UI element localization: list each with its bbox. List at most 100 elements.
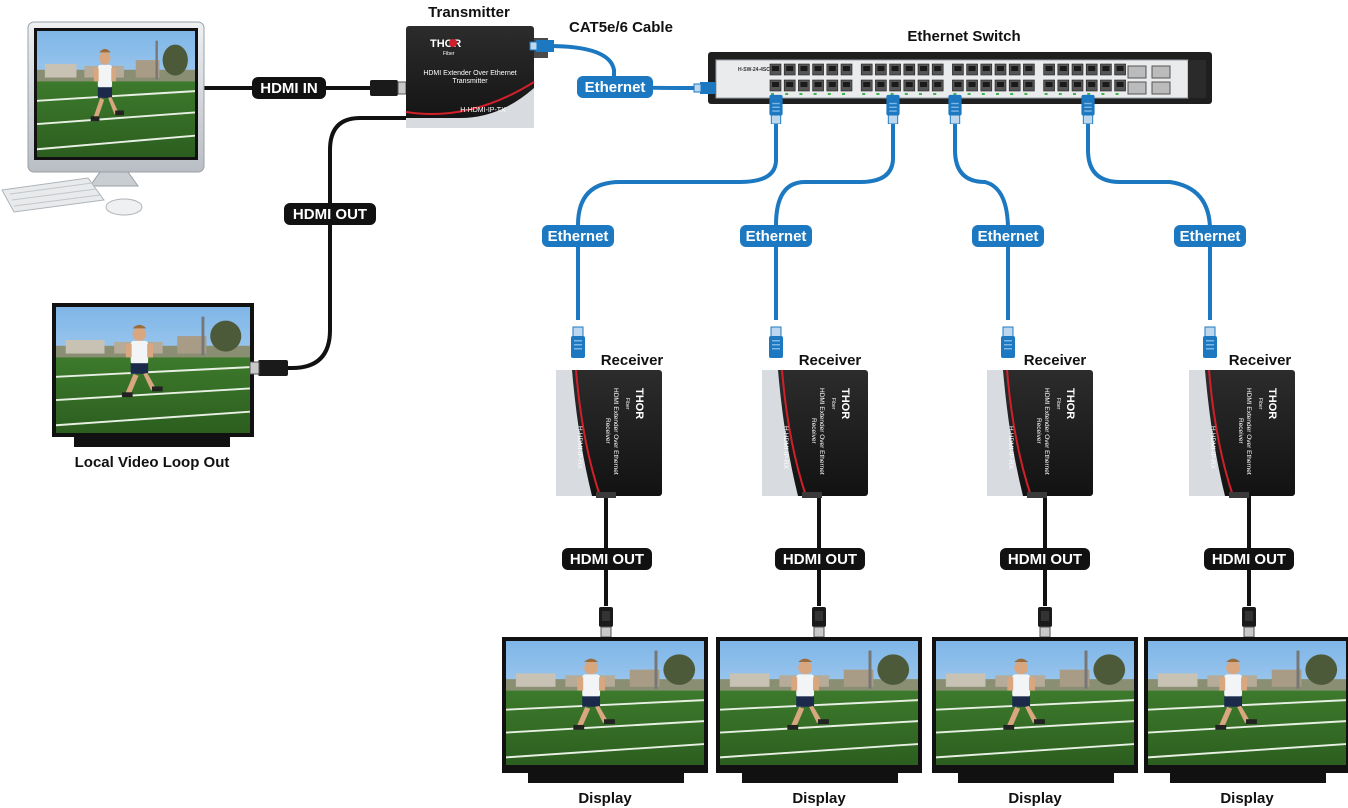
switch-title: Ethernet Switch (907, 28, 1020, 45)
display-2 (716, 637, 922, 783)
rj45-connector-icon (1001, 326, 1015, 359)
svg-text:H-SW-24-4SC: H-SW-24-4SC (738, 67, 770, 73)
ethernet-rx-label: Ethernet (542, 225, 614, 247)
display-label: Display (1220, 790, 1274, 807)
hdmi-connector-icon (1038, 606, 1052, 638)
display-label: Display (792, 790, 846, 807)
svg-text:Fiber: Fiber (1257, 398, 1263, 410)
ethernet-rx-label: Ethernet (1174, 225, 1246, 247)
display-4 (1144, 637, 1348, 783)
svg-text:Fiber: Fiber (443, 51, 455, 57)
svg-text:Ethernet: Ethernet (585, 79, 646, 96)
svg-text:HDMI Extender Over Ethernet: HDMI Extender Over Ethernet (818, 388, 825, 475)
cable-label: CAT5e/6 Cable (569, 19, 673, 36)
hdmi-out-rx-label: HDMI OUT (562, 548, 652, 570)
source-computer (1, 21, 205, 216)
ethernet-rx-label: Ethernet (972, 225, 1044, 247)
hdmi-out-local-label: HDMI OUT (284, 203, 376, 225)
hdmi-connector-icon (599, 606, 613, 638)
thor-logo: THOR (1064, 388, 1076, 419)
rj45-connector-icon (769, 326, 783, 359)
rj45-connector-icon (571, 326, 585, 359)
ethernet-tx-label: Ethernet (577, 76, 653, 98)
svg-text:Receiver: Receiver (1035, 418, 1042, 444)
hdmi-connector-icon (249, 360, 288, 376)
thor-logo: THOR (1266, 388, 1278, 419)
display-label: Display (578, 790, 632, 807)
rj45-connector-icon (693, 82, 716, 94)
transmitter-device: THOR Fiber HDMI Extender Over Ethernet T… (405, 26, 548, 128)
svg-text:Fiber: Fiber (624, 398, 630, 410)
svg-text:HDMI Extender Over Ethernet: HDMI Extender Over Ethernet (1245, 388, 1252, 475)
rj45-connector-icon (886, 94, 900, 124)
svg-text:HDMI IN: HDMI IN (260, 80, 318, 97)
svg-text:HDMI Extender Over Ethernet: HDMI Extender Over Ethernet (1043, 388, 1050, 475)
svg-text:Fiber: Fiber (1055, 398, 1061, 410)
svg-text:HDMI Extender Over Ethernet: HDMI Extender Over Ethernet (423, 70, 516, 77)
switch-ports (769, 63, 1126, 95)
hdmi-connector-icon (370, 80, 407, 96)
svg-text:Ethernet: Ethernet (548, 228, 609, 245)
svg-text:Receiver: Receiver (1237, 418, 1244, 444)
svg-text:H-HDMI-IP-RX: H-HDMI-IP-RX (576, 426, 583, 470)
rj45-connector-icon (529, 40, 554, 52)
ethernet-rx-cable-1 (576, 110, 778, 320)
hdmi-out-rx-label: HDMI OUT (775, 548, 865, 570)
display-1 (502, 637, 708, 783)
mouse-icon (105, 198, 143, 216)
thor-logo: THOR (633, 388, 645, 419)
svg-text:Ethernet: Ethernet (978, 228, 1039, 245)
receiver-title: Receiver (1024, 352, 1087, 369)
svg-text:HDMI Extender Over Ethernet: HDMI Extender Over Ethernet (612, 388, 619, 475)
hdmi-out-local-cable (280, 116, 406, 370)
ethernet-rx-cable-2 (774, 110, 895, 320)
hdmi-in-label: HDMI IN (252, 77, 326, 99)
svg-text:H-HDMI-IP-RX: H-HDMI-IP-RX (782, 426, 789, 470)
display-label: Display (1008, 790, 1062, 807)
hdmi-connector-icon (1242, 606, 1256, 638)
ethernet-rx-cable-4 (1086, 110, 1212, 320)
rj45-connector-icon (769, 94, 783, 124)
transmitter-title: Transmitter (428, 4, 510, 21)
receiver-title: Receiver (799, 352, 862, 369)
svg-text:H-HDMI-IP-RX: H-HDMI-IP-RX (1209, 426, 1216, 470)
svg-text:Fiber: Fiber (830, 398, 836, 410)
thor-logo: THOR (839, 388, 851, 419)
hdmi-out-rx-label: HDMI OUT (1204, 548, 1294, 570)
svg-text:H-HDMI-IP-RX: H-HDMI-IP-RX (1007, 426, 1014, 470)
ethernet-switch: H-SW-24-4SC (708, 52, 1212, 104)
hdmi-connector-icon (812, 606, 826, 638)
lightning-icon (449, 39, 457, 47)
ethernet-rx-label: Ethernet (740, 225, 812, 247)
rj45-connector-icon (948, 94, 962, 124)
local-display (52, 303, 254, 447)
svg-text:Ethernet: Ethernet (746, 228, 807, 245)
svg-text:HDMI OUT: HDMI OUT (293, 206, 367, 223)
computer-screen (37, 31, 195, 157)
svg-text:Ethernet: Ethernet (1180, 228, 1241, 245)
ethernet-rx-cable-3 (953, 110, 1010, 320)
svg-text:HDMI OUT: HDMI OUT (783, 551, 857, 568)
svg-text:Transmitter: Transmitter (452, 78, 488, 85)
receiver-title: Receiver (1229, 352, 1292, 369)
receiver-title: Receiver (601, 352, 664, 369)
svg-text:H-HDMI-IP-TX: H-HDMI-IP-TX (460, 107, 506, 114)
svg-text:Receiver: Receiver (810, 418, 817, 444)
cables (200, 44, 1251, 606)
rj45-connector-icon (1203, 326, 1217, 359)
rj45-connector-icon (1081, 94, 1095, 124)
display-3 (932, 637, 1138, 783)
svg-text:Receiver: Receiver (604, 418, 611, 444)
svg-text:HDMI OUT: HDMI OUT (570, 551, 644, 568)
hdmi-out-rx-label: HDMI OUT (1000, 548, 1090, 570)
